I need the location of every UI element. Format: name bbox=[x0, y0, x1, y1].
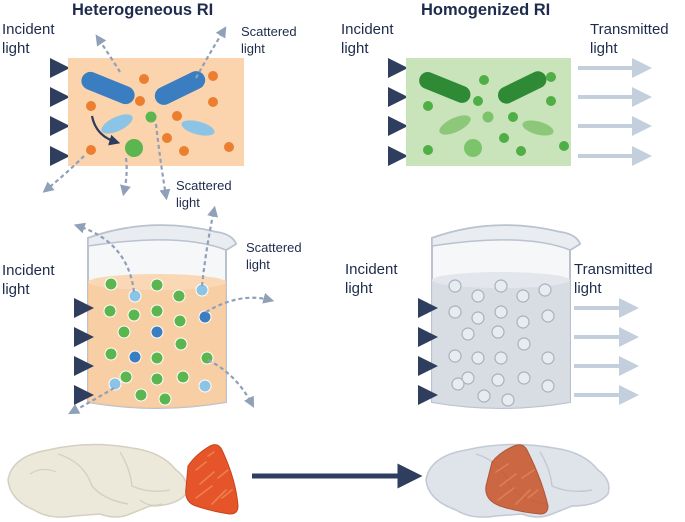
transmitted-light-label: Transmitted bbox=[574, 261, 653, 278]
green-particle bbox=[473, 96, 483, 106]
scattered-light-label-line2: light bbox=[246, 257, 270, 272]
green-rod-particle bbox=[419, 72, 471, 103]
green-ellipse-particle bbox=[522, 120, 554, 136]
transmitted-light-label: Transmitted bbox=[590, 21, 669, 38]
orange-particle bbox=[162, 133, 172, 143]
orange-particle bbox=[208, 71, 218, 81]
green-ellipse-particle bbox=[439, 115, 471, 135]
scattered-light-label: Scattered bbox=[176, 178, 232, 193]
green-particle bbox=[546, 96, 556, 106]
green-particle bbox=[546, 72, 556, 82]
particles bbox=[419, 71, 569, 157]
light-blue-ellipse-particle bbox=[181, 120, 215, 136]
scattered-light-label-line2: light bbox=[241, 41, 265, 56]
green-particle bbox=[145, 111, 157, 123]
orange-particle bbox=[86, 101, 96, 111]
tissue-section bbox=[185, 444, 239, 515]
orange-particle bbox=[172, 111, 182, 121]
scattered-light-label: Scattered bbox=[241, 24, 297, 39]
orange-particle bbox=[224, 142, 234, 152]
green-particle bbox=[516, 146, 526, 156]
cleared-brain bbox=[425, 443, 610, 518]
incident-arrows bbox=[341, 58, 408, 166]
green-particle bbox=[423, 145, 433, 155]
heterogeneous-beaker-panel: Incident light bbox=[2, 205, 302, 415]
green-particle bbox=[464, 139, 482, 157]
transmitted-light-label-line2: light bbox=[590, 40, 618, 57]
blue-rod-particle bbox=[81, 71, 135, 105]
green-particle bbox=[499, 133, 509, 143]
blue-rod-particle bbox=[154, 71, 206, 105]
transmitted-arrows bbox=[578, 58, 652, 166]
incident-light-label: Incident bbox=[341, 21, 394, 38]
incident-light-label-line2: light bbox=[345, 280, 373, 297]
orange-particle bbox=[135, 96, 145, 106]
incident-arrows bbox=[345, 298, 438, 405]
incident-arrows bbox=[2, 298, 94, 405]
green-particle bbox=[508, 112, 518, 122]
orange-particle bbox=[139, 74, 149, 84]
incident-light-label-line2: light bbox=[2, 40, 30, 57]
orange-particle bbox=[179, 146, 189, 156]
beaker-particles bbox=[448, 279, 555, 407]
brain-clearing-row bbox=[7, 443, 610, 518]
incident-light-label: Incident bbox=[345, 261, 398, 278]
incident-light-label: Incident bbox=[2, 21, 55, 38]
beaker-particles bbox=[103, 277, 214, 406]
homogenized-title: Homogenized RI bbox=[421, 1, 550, 19]
homogenized-sample-panel: Incident light bbox=[341, 21, 669, 166]
heterogeneous-title: Heterogeneous RI bbox=[72, 1, 213, 19]
homogenized-beaker-panel: Incident light bbox=[345, 224, 653, 409]
refraction-arrow bbox=[90, 115, 121, 146]
light-blue-ellipse-particle bbox=[101, 114, 133, 134]
orange-particle bbox=[208, 97, 218, 107]
scattered-light-paths bbox=[68, 205, 275, 415]
scattered-light-paths bbox=[42, 26, 227, 201]
orange-particle bbox=[86, 145, 96, 155]
scattered-light-label: Scattered bbox=[246, 240, 302, 255]
green-particle bbox=[125, 139, 143, 157]
scattered-light-label-line2: light bbox=[176, 195, 200, 210]
green-particle bbox=[482, 111, 494, 123]
incident-arrows bbox=[2, 58, 70, 166]
incident-light-label: Incident bbox=[2, 262, 55, 279]
green-particle bbox=[479, 75, 489, 85]
opaque-brain bbox=[7, 443, 188, 518]
heterogeneous-sample-panel: Incident light bbox=[2, 21, 297, 210]
incident-light-label-line2: light bbox=[2, 281, 30, 298]
transmitted-arrows bbox=[574, 298, 639, 405]
particles bbox=[81, 71, 234, 157]
transmitted-light-label-line2: light bbox=[574, 280, 602, 297]
green-particle bbox=[423, 101, 433, 111]
green-rod-particle bbox=[497, 71, 547, 104]
green-particle bbox=[559, 141, 569, 151]
incident-light-label-line2: light bbox=[341, 40, 369, 57]
